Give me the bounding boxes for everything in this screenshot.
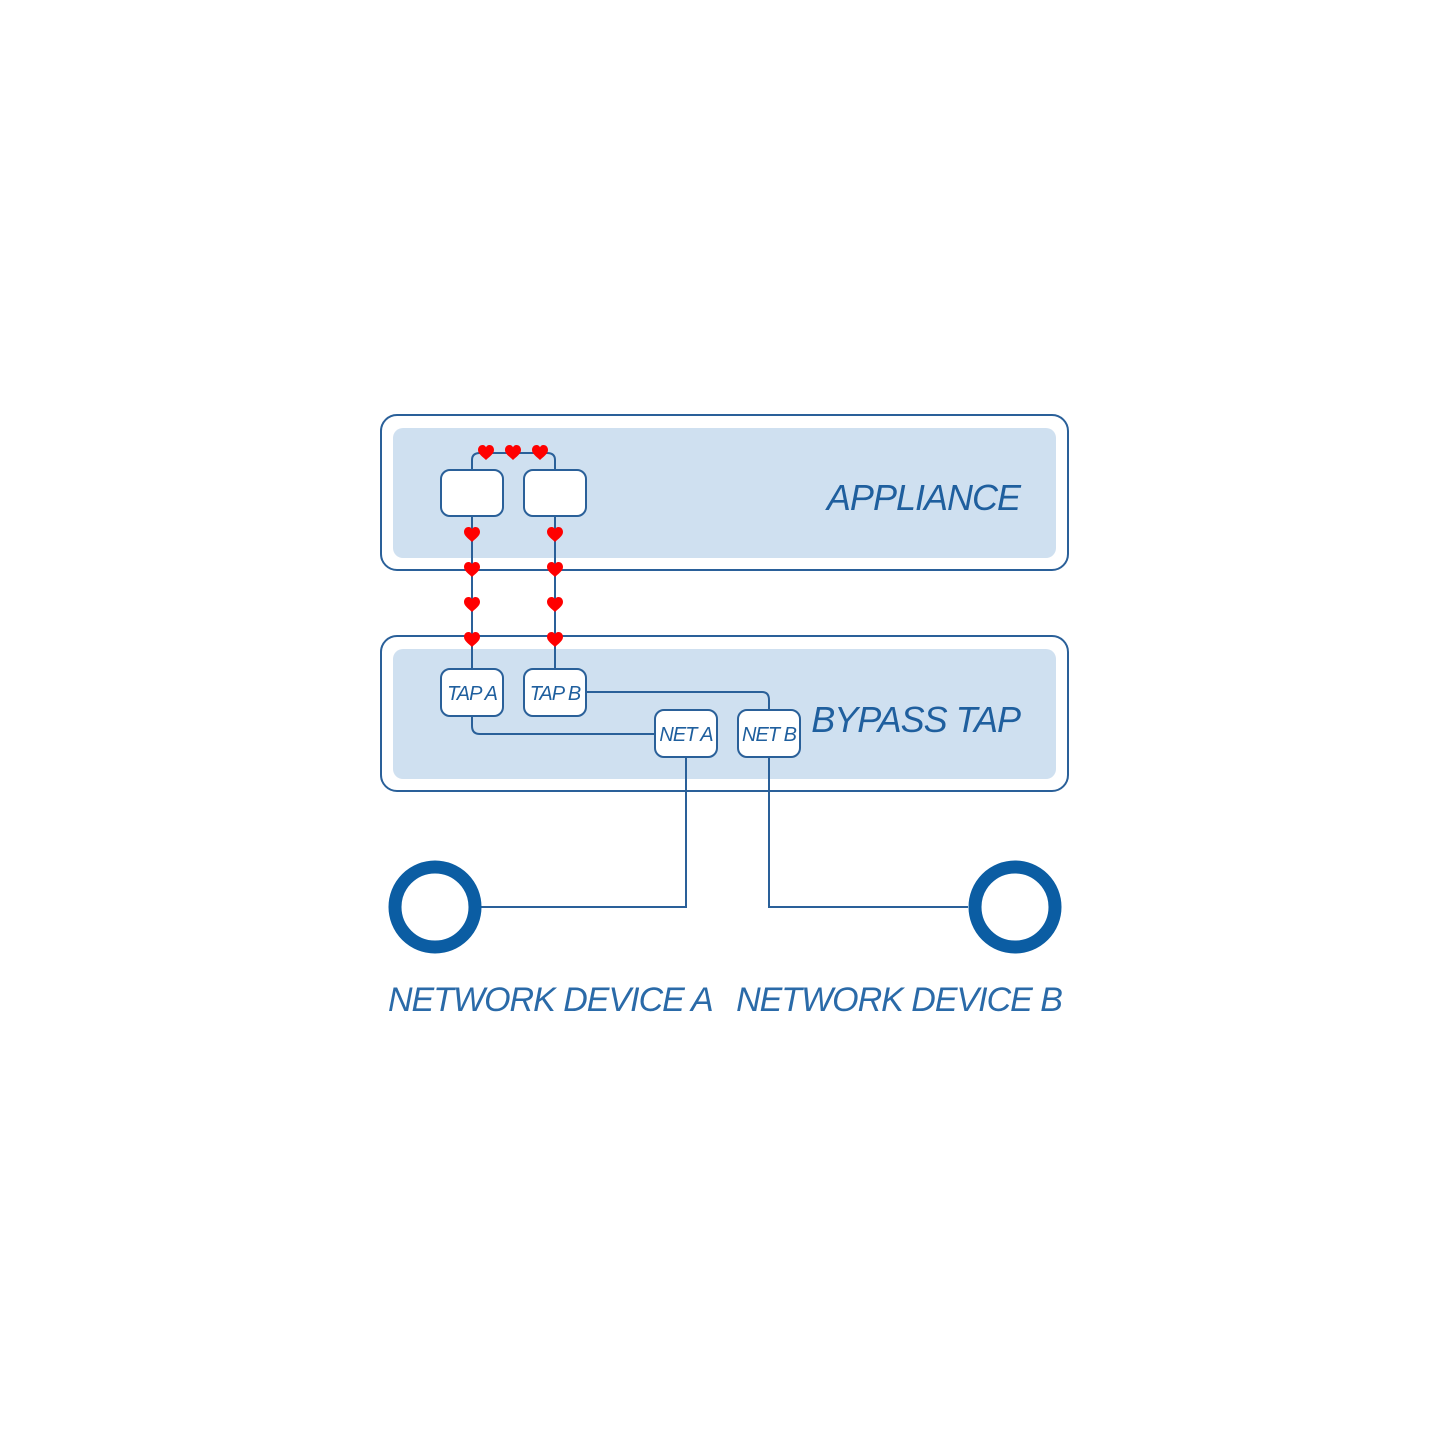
heart-icon (464, 597, 480, 612)
device-cables (481, 757, 968, 908)
appliance-label: APPLIANCE (825, 477, 1022, 518)
heart-icon (464, 562, 480, 577)
tap-b-label: TAP B (530, 683, 581, 705)
bypass-tap-label: BYPASS TAP (811, 699, 1021, 740)
tap-a-port: TAP A (440, 668, 504, 717)
net-a-label: NET A (659, 724, 713, 746)
heart-icon (547, 562, 563, 577)
net-b-port: NET B (737, 709, 801, 758)
appliance-port-b (523, 469, 587, 517)
heart-icon (547, 597, 563, 612)
network-device-b-label: NETWORK DEVICE B (736, 981, 1062, 1019)
network-device-a-label: NETWORK DEVICE A (388, 981, 713, 1019)
appliance-port-a (440, 469, 504, 517)
appliance-panel: APPLIANCE (380, 414, 1069, 571)
network-device-a-icon (388, 860, 482, 954)
net-a-port: NET A (654, 709, 718, 758)
tap-b-port: TAP B (523, 668, 587, 717)
tap-a-label: TAP A (447, 683, 497, 705)
tap-wiring (471, 691, 770, 735)
net-b-label: NET B (742, 724, 797, 746)
network-device-b-icon (968, 860, 1062, 954)
